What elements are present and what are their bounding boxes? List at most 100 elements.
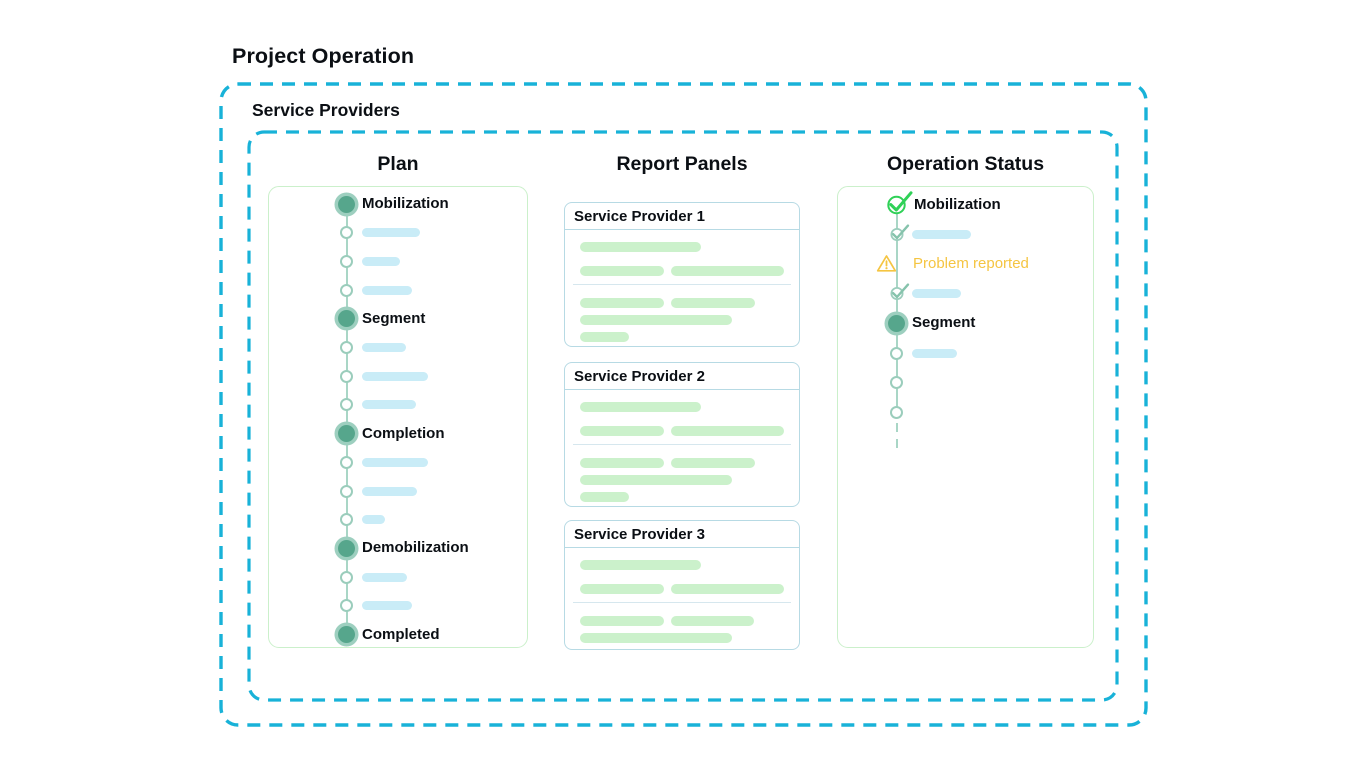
card-title: Service Provider 2 (565, 363, 799, 390)
placeholder-bar (362, 486, 417, 496)
placeholder-bar (580, 402, 701, 412)
plan-column-title: Plan (377, 153, 419, 175)
status-column-title: Operation Status (886, 153, 1045, 175)
timeline-dashed-tail (895, 423, 898, 450)
placeholder-bar (912, 230, 971, 240)
placeholder-row (580, 492, 787, 502)
placeholder-bar (580, 584, 664, 594)
placeholder-row (580, 633, 787, 643)
milestone-node (338, 626, 355, 643)
placeholder-bar (362, 285, 412, 295)
check-small-icon (890, 222, 910, 246)
placeholder-bar (362, 400, 416, 410)
milestone-label: Completion (362, 424, 445, 442)
report-card: Service Provider 1 (564, 202, 800, 347)
milestone-label: Mobilization (362, 195, 449, 212)
step-node (340, 398, 353, 412)
step-node (890, 376, 903, 390)
reports-column-title: Report Panels (616, 153, 748, 175)
placeholder-bar (362, 457, 428, 467)
step-node (340, 570, 353, 584)
placeholder-bar (580, 426, 664, 436)
warning-triangle-icon (876, 254, 897, 278)
placeholder-bar (362, 371, 428, 381)
step-node (340, 254, 353, 268)
warning-label: Problem reported (913, 255, 1029, 273)
placeholder-bar (671, 616, 754, 626)
step-node (340, 283, 353, 297)
page-title: Project Operation (232, 44, 415, 68)
placeholder-row (580, 402, 787, 412)
step-node (340, 599, 353, 613)
card-divider (573, 444, 791, 445)
placeholder-bar (671, 266, 784, 276)
placeholder-bar (362, 572, 407, 582)
placeholder-bar (580, 315, 732, 325)
placeholder-row (580, 560, 787, 570)
milestone-node (338, 310, 355, 328)
step-node (890, 405, 903, 419)
placeholder-row (580, 332, 787, 342)
placeholder-bar (362, 343, 406, 352)
placeholder-bar (912, 289, 961, 299)
placeholder-row (580, 584, 787, 594)
timeline-line (345, 204, 348, 635)
check-circle-icon (886, 190, 913, 220)
card-body (565, 390, 799, 502)
milestone-label: Segment (912, 314, 976, 332)
milestone-label: Mobilization (914, 196, 1001, 213)
placeholder-row (580, 475, 787, 485)
placeholder-bar (580, 475, 732, 485)
card-body (565, 548, 799, 643)
placeholder-row (580, 458, 787, 468)
placeholder-bar (671, 584, 784, 594)
placeholder-bar (671, 426, 784, 436)
placeholder-row (580, 266, 787, 276)
milestone-node (338, 539, 355, 557)
group-label: Service Providers (252, 100, 400, 120)
placeholder-bar (362, 256, 400, 266)
placeholder-bar (580, 633, 732, 643)
placeholder-bar (580, 560, 701, 570)
placeholder-row (580, 426, 787, 436)
placeholder-bar (671, 458, 755, 468)
placeholder-bar (362, 601, 412, 611)
card-divider (573, 602, 791, 603)
placeholder-bar (912, 348, 957, 358)
placeholder-bar (580, 332, 629, 342)
card-body (565, 230, 799, 342)
step-node (340, 341, 353, 354)
placeholder-row (580, 242, 787, 252)
milestone-label: Demobilization (362, 539, 469, 557)
placeholder-row (580, 616, 787, 626)
report-card: Service Provider 2 (564, 362, 800, 507)
placeholder-bar (580, 298, 664, 308)
placeholder-bar (362, 515, 385, 525)
placeholder-bar (580, 242, 701, 252)
placeholder-row (580, 298, 787, 308)
report-card: Service Provider 3 (564, 520, 800, 650)
step-node (340, 369, 353, 383)
timeline-line (895, 205, 898, 413)
placeholder-row (580, 315, 787, 325)
card-divider (573, 284, 791, 285)
check-small-icon (890, 281, 910, 305)
placeholder-bar (671, 298, 755, 308)
milestone-node (888, 314, 905, 332)
placeholder-bar (362, 228, 420, 238)
milestone-node (338, 425, 355, 443)
step-node (340, 513, 353, 527)
step-node (890, 346, 903, 360)
step-node (340, 484, 353, 498)
milestone-label: Completed (362, 625, 440, 643)
milestone-node (338, 195, 355, 213)
placeholder-bar (580, 492, 629, 502)
placeholder-bar (580, 266, 664, 276)
step-node (340, 226, 353, 240)
placeholder-bar (580, 616, 664, 626)
card-title: Service Provider 3 (565, 521, 799, 548)
milestone-label: Segment (362, 309, 426, 327)
